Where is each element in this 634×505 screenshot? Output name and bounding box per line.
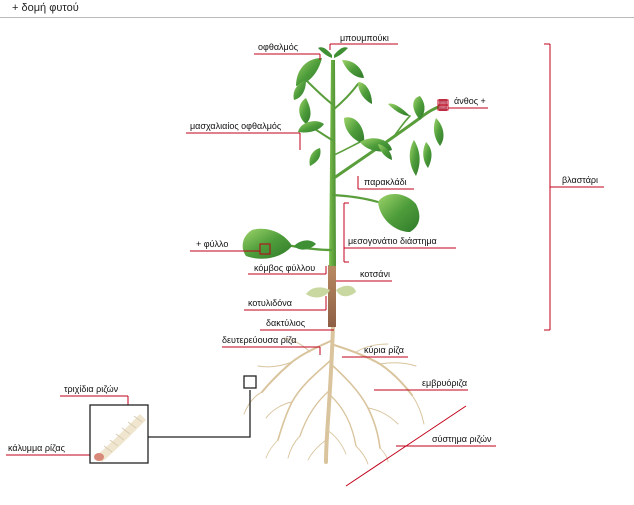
labels: μπουμπούκι οφθαλμός άνθος + μασχαλιαίος … [8, 33, 598, 453]
label-ring[interactable]: δακτύλιος [266, 318, 306, 328]
page-title[interactable]: + δομή φυτού [12, 2, 79, 14]
label-eye[interactable]: οφθαλμός [258, 42, 299, 52]
label-internode[interactable]: μεσογονάτιο διάστημα [348, 236, 437, 246]
label-radicle[interactable]: εμβρυόριζα [422, 378, 467, 388]
main-stem [329, 60, 336, 266]
leaves [242, 47, 447, 298]
root-tip-zoom [89, 375, 257, 464]
label-petiole[interactable]: κοτσάνι [360, 269, 390, 279]
label-bud[interactable]: μπουμπούκι [340, 33, 389, 43]
label-leaf-node[interactable]: κόμβος φύλλου [254, 263, 315, 273]
leader-lines [6, 43, 604, 487]
label-root-cap[interactable]: κάλυμμα ρίζας [8, 443, 66, 453]
label-flower[interactable]: άνθος + [454, 96, 486, 106]
zoom-connector [148, 390, 251, 438]
flower-hotspot-icon[interactable] [437, 99, 449, 111]
zoom-toggle-icon[interactable] [243, 375, 257, 389]
title-bar: + δομή φυτού [0, 0, 634, 18]
label-root-hairs[interactable]: τριχίδια ριζών [64, 384, 119, 394]
label-secondary-root[interactable]: δευτερεύουσα ρίζα [222, 335, 296, 345]
label-cotyledon[interactable]: κοτυλιδόνα [248, 298, 292, 308]
label-axillary-bud[interactable]: μασχαλιαίος οφθαλμός [190, 121, 282, 131]
root-cap-illustration [94, 453, 104, 461]
leaf-hotspot-icon[interactable] [259, 243, 271, 255]
root-system [243, 323, 425, 465]
label-shoot[interactable]: βλαστάρι [562, 175, 598, 185]
label-root-system[interactable]: σύστημα ριζών [432, 434, 492, 444]
hypocotyl [328, 265, 336, 327]
label-leaf[interactable]: + φύλλο [196, 239, 228, 249]
label-main-root[interactable]: κύρια ρίζα [364, 345, 404, 355]
label-branch[interactable]: παρακλάδι [364, 177, 407, 187]
